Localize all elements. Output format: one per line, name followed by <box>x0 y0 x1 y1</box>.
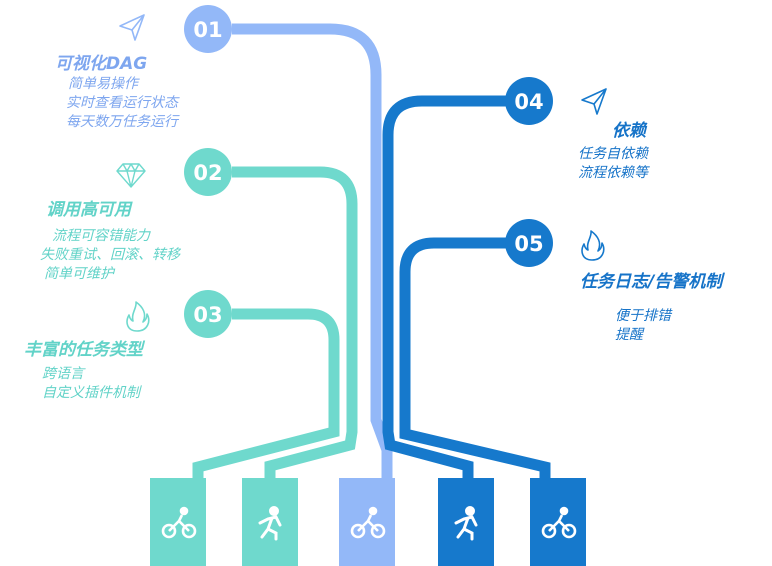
node-number-02: 02 <box>193 161 222 185</box>
cyclist-icon <box>161 506 197 539</box>
item-05-title: 任务日志/告警机制 <box>580 272 723 292</box>
node-circle-01 <box>184 5 232 53</box>
node-number-01: 01 <box>193 18 222 42</box>
item-01-line-3: 每天数万任务运行 <box>66 114 178 130</box>
diamond-icon <box>116 163 146 188</box>
item-04-title: 依赖 <box>612 121 646 141</box>
node-circle-02 <box>184 148 232 196</box>
paper-plane-icon <box>119 14 145 41</box>
item-05-line-1: 便于排错 <box>615 308 671 324</box>
node-number-05: 05 <box>514 232 543 256</box>
branch-03 <box>192 308 340 566</box>
branch-05 <box>399 237 551 566</box>
item-02-line-1: 流程可容错能力 <box>52 228 150 244</box>
cyclist-icon <box>350 506 386 539</box>
branch-01 <box>232 23 393 566</box>
runner-icon <box>258 506 282 541</box>
item-02-line-2: 失败重试、回滚、转移 <box>40 247 180 263</box>
item-03-line-2: 自定义插件机制 <box>42 385 140 401</box>
item-04-line-2: 流程依赖等 <box>578 165 648 181</box>
paper-plane-icon <box>581 88 607 115</box>
item-01-line-2: 实时查看运行状态 <box>66 95 178 111</box>
item-04-line-1: 任务自依赖 <box>578 146 648 162</box>
branch-02 <box>232 166 358 566</box>
item-02-title: 调用高可用 <box>46 200 131 220</box>
node-number-03: 03 <box>193 303 222 327</box>
item-01-line-1: 简单易操作 <box>68 76 138 92</box>
item-02-line-3: 简单可维护 <box>44 266 114 282</box>
item-03-line-1: 跨语言 <box>42 366 84 382</box>
runner-icon <box>454 506 478 541</box>
flame-icon <box>126 301 150 332</box>
flame-icon <box>581 230 605 261</box>
item-03-title: 丰富的任务类型 <box>24 340 143 360</box>
node-circle-03 <box>184 290 232 338</box>
node-circle-05 <box>505 219 553 267</box>
node-circle-04 <box>505 77 553 125</box>
item-05-line-2: 提醒 <box>615 327 643 343</box>
branch-04 <box>382 95 512 566</box>
cyclist-icon <box>541 506 577 539</box>
node-number-04: 04 <box>514 90 543 114</box>
item-01-title: 可视化DAG <box>55 54 148 74</box>
